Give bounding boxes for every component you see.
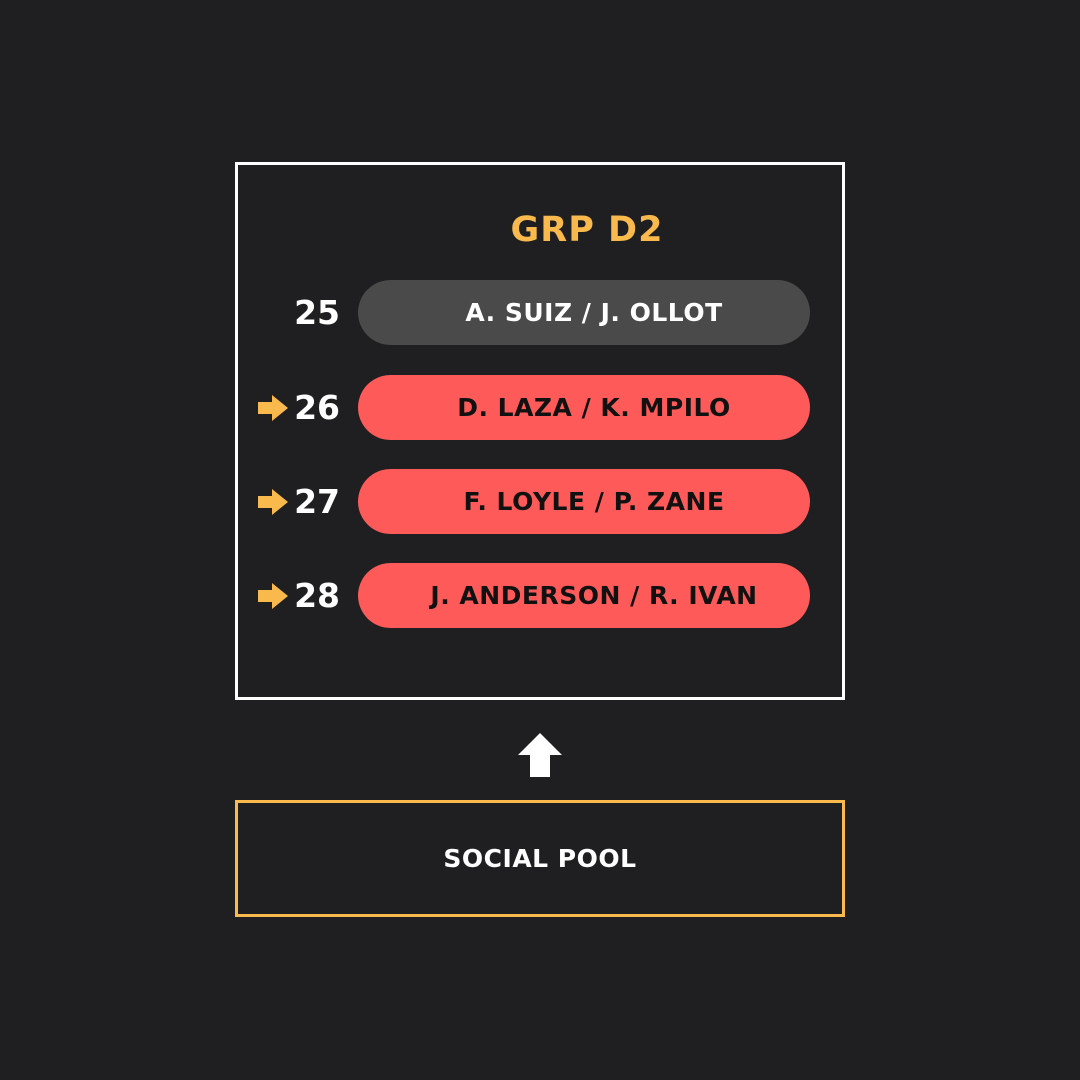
team-row: 25 A. SUIZ / J. OLLOT — [0, 280, 1080, 345]
social-pool-box: SOCIAL POOL — [235, 800, 845, 917]
team-row: 26 D. LAZA / K. MPILO — [0, 375, 1080, 440]
team-names: F. LOYLE / P. ZANE — [463, 487, 725, 516]
rank-number: 25 — [294, 293, 340, 332]
arrow-up-icon — [518, 733, 562, 777]
arrow-right-icon — [258, 583, 288, 609]
rank-number: 26 — [294, 388, 340, 427]
team-pill: A. SUIZ / J. OLLOT — [358, 280, 810, 345]
team-pill: F. LOYLE / P. ZANE — [358, 469, 810, 534]
team-row: 27 F. LOYLE / P. ZANE — [0, 469, 1080, 534]
team-names: A. SUIZ / J. OLLOT — [465, 298, 723, 327]
group-title: GRP D2 — [510, 210, 664, 250]
social-pool-label: SOCIAL POOL — [443, 844, 637, 873]
arrow-right-icon — [258, 489, 288, 515]
rank-number: 28 — [294, 576, 340, 615]
team-pill: D. LAZA / K. MPILO — [358, 375, 810, 440]
rank-number: 27 — [294, 482, 340, 521]
arrow-right-icon — [258, 395, 288, 421]
group-box — [235, 162, 845, 700]
team-pill: J. ANDERSON / R. IVAN — [358, 563, 810, 628]
team-row: 28 J. ANDERSON / R. IVAN — [0, 563, 1080, 628]
team-names: J. ANDERSON / R. IVAN — [430, 581, 758, 610]
team-names: D. LAZA / K. MPILO — [457, 393, 731, 422]
